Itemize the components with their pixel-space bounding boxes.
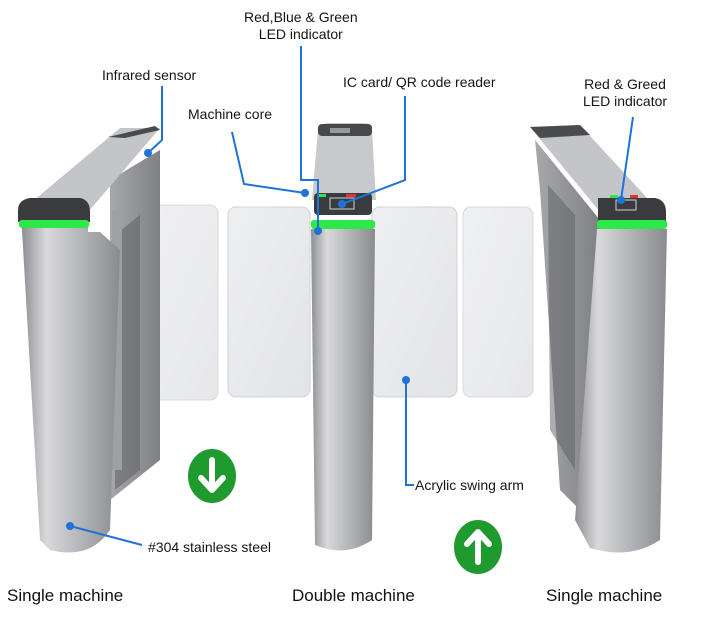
swing-arm-middle-left xyxy=(227,206,311,398)
rgb-led-line1: Red,Blue & Green xyxy=(244,9,358,25)
rgb-led-line2: LED indicator xyxy=(258,26,343,42)
rg-led-line2: LED indicator xyxy=(583,93,668,109)
double-machine-middle xyxy=(311,123,376,551)
rgb-led-indicator-label: Red,Blue & Green LED indicator xyxy=(244,9,358,43)
swing-arm-middle-right xyxy=(371,206,458,398)
caption-single-machine-right: Single machine xyxy=(546,586,663,605)
swing-arm-right xyxy=(462,206,534,398)
led-ring xyxy=(597,220,667,229)
caption-double-machine: Double machine xyxy=(292,586,415,605)
led-ring xyxy=(311,220,375,229)
led-ring xyxy=(19,220,89,228)
arrow-down-icon xyxy=(188,449,236,503)
callout-lines xyxy=(69,46,634,546)
card-reader-label: IC card/ QR code reader xyxy=(343,74,496,90)
single-machine-left xyxy=(18,126,160,553)
rg-led-indicator-label: Red & Greed LED indicator xyxy=(583,76,667,110)
machine-core-label: Machine core xyxy=(188,106,273,122)
infrared-sensor-label: Infrared sensor xyxy=(102,67,197,83)
rg-led-line1: Red & Greed xyxy=(584,76,666,92)
callout-dots xyxy=(66,149,625,530)
single-machine-right xyxy=(530,125,667,553)
arrow-up-icon xyxy=(454,520,502,574)
caption-single-machine-left: Single machine xyxy=(7,586,124,605)
stainless-steel-label: #304 stainless steel xyxy=(148,539,271,555)
swing-arm-label: Acrylic swing arm xyxy=(415,477,524,493)
